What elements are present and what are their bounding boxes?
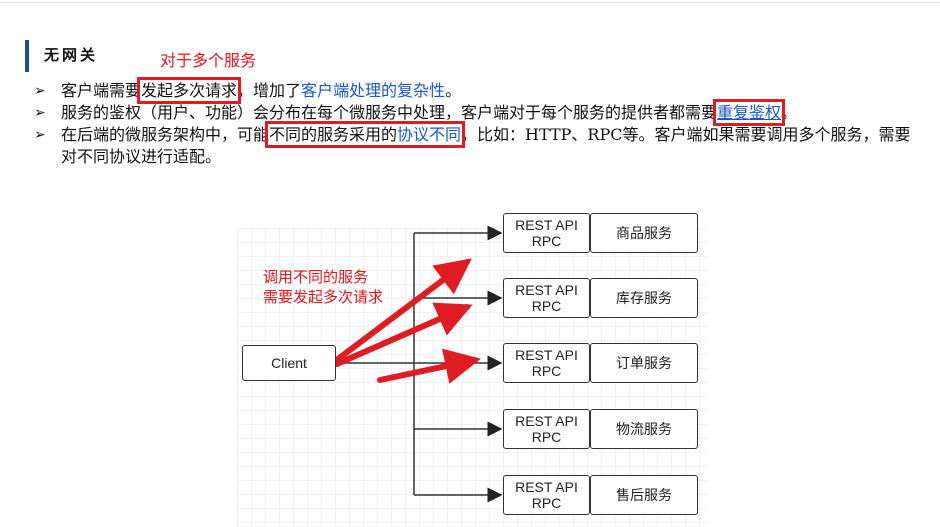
bullet-text: 客户端需要 xyxy=(61,81,142,100)
bullet-text: ，增加了 xyxy=(237,81,302,100)
service-node: 库存服务 xyxy=(590,278,698,318)
top-rule xyxy=(0,2,940,3)
client-node: Client xyxy=(242,345,336,381)
protocol-label-rpc: RPC xyxy=(531,363,562,379)
highlight-client-complexity: 客户端处理的复杂性 xyxy=(301,81,446,100)
protocol-label-rest: REST API xyxy=(515,479,578,495)
service-node: 售后服务 xyxy=(590,475,698,515)
red-arrow xyxy=(334,302,473,367)
section-accent-bar xyxy=(25,40,29,72)
service-node: 物流服务 xyxy=(590,409,698,449)
bullet-text: 在后端的微服务架构中，可能 xyxy=(61,125,270,144)
highlight-protocols-head: 不同的服务采用的 xyxy=(269,125,398,144)
highlight-protocols-differ: 不同的服务采用的协议不同 xyxy=(265,121,466,148)
protocol-label-rest: REST API xyxy=(515,413,578,429)
arrowhead-bullet-icon: ➢ xyxy=(34,83,46,99)
bullet-text: 。 xyxy=(781,103,798,122)
arrowhead-bullet-icon: ➢ xyxy=(34,105,46,121)
highlight-repeated-auth: 重复鉴权 xyxy=(713,99,786,126)
section-title: 无网关 xyxy=(44,46,99,64)
protocol-label-rest: REST API xyxy=(515,347,578,363)
highlight-protocols-tail: 协议不同 xyxy=(397,125,462,144)
service-node: 订单服务 xyxy=(590,343,698,383)
service-node: 商品服务 xyxy=(590,213,698,253)
protocol-label-rpc: RPC xyxy=(531,233,562,249)
bullet-list: ➢ 客户端需要发起多次请求，增加了客户端处理的复杂性。 ➢ 服务的鉴权（用户、功… xyxy=(34,77,914,168)
red-arrow xyxy=(331,258,472,365)
arrowhead-bullet-icon: ➢ xyxy=(34,127,46,143)
diagram-annotation-line: 需要发起多次请求 xyxy=(263,288,384,306)
bullet-text: ，比如：HTTP、RPC等。客户端如果需要调用多个服务，需要对不同协议进行适配。 xyxy=(61,125,911,166)
red-arrow xyxy=(377,348,481,384)
bullet-item: ➢ 在后端的微服务架构中，可能不同的服务采用的协议不同，比如：HTTP、RPC等… xyxy=(34,121,914,168)
bullet-text: 服务的鉴权（用户、功能）会分布在每个微服务中处理，客户端对于每个服务的提供者都需… xyxy=(61,103,718,122)
diagram-annotation: 调用不同的服务 需要发起多次请求 xyxy=(263,267,383,307)
connector-lines xyxy=(331,225,503,503)
highlight-multiple-requests: 发起多次请求 xyxy=(137,77,242,104)
protocol-label-rpc: RPC xyxy=(531,495,562,511)
bullet-item: ➢ 客户端需要发起多次请求，增加了客户端处理的复杂性。 xyxy=(34,77,914,104)
section-note: 对于多个服务 xyxy=(160,51,257,70)
protocol-label-rest: REST API xyxy=(515,282,578,298)
protocol-label-rest: REST API xyxy=(515,217,578,233)
bullet-item: ➢ 服务的鉴权（用户、功能）会分布在每个微服务中处理，客户端对于每个服务的提供者… xyxy=(34,99,914,126)
protocol-label-rpc: RPC xyxy=(531,429,562,445)
diagram-annotation-line: 调用不同的服务 xyxy=(263,268,369,286)
bullet-text: 。 xyxy=(445,81,462,100)
protocol-label-rpc: RPC xyxy=(531,298,562,314)
